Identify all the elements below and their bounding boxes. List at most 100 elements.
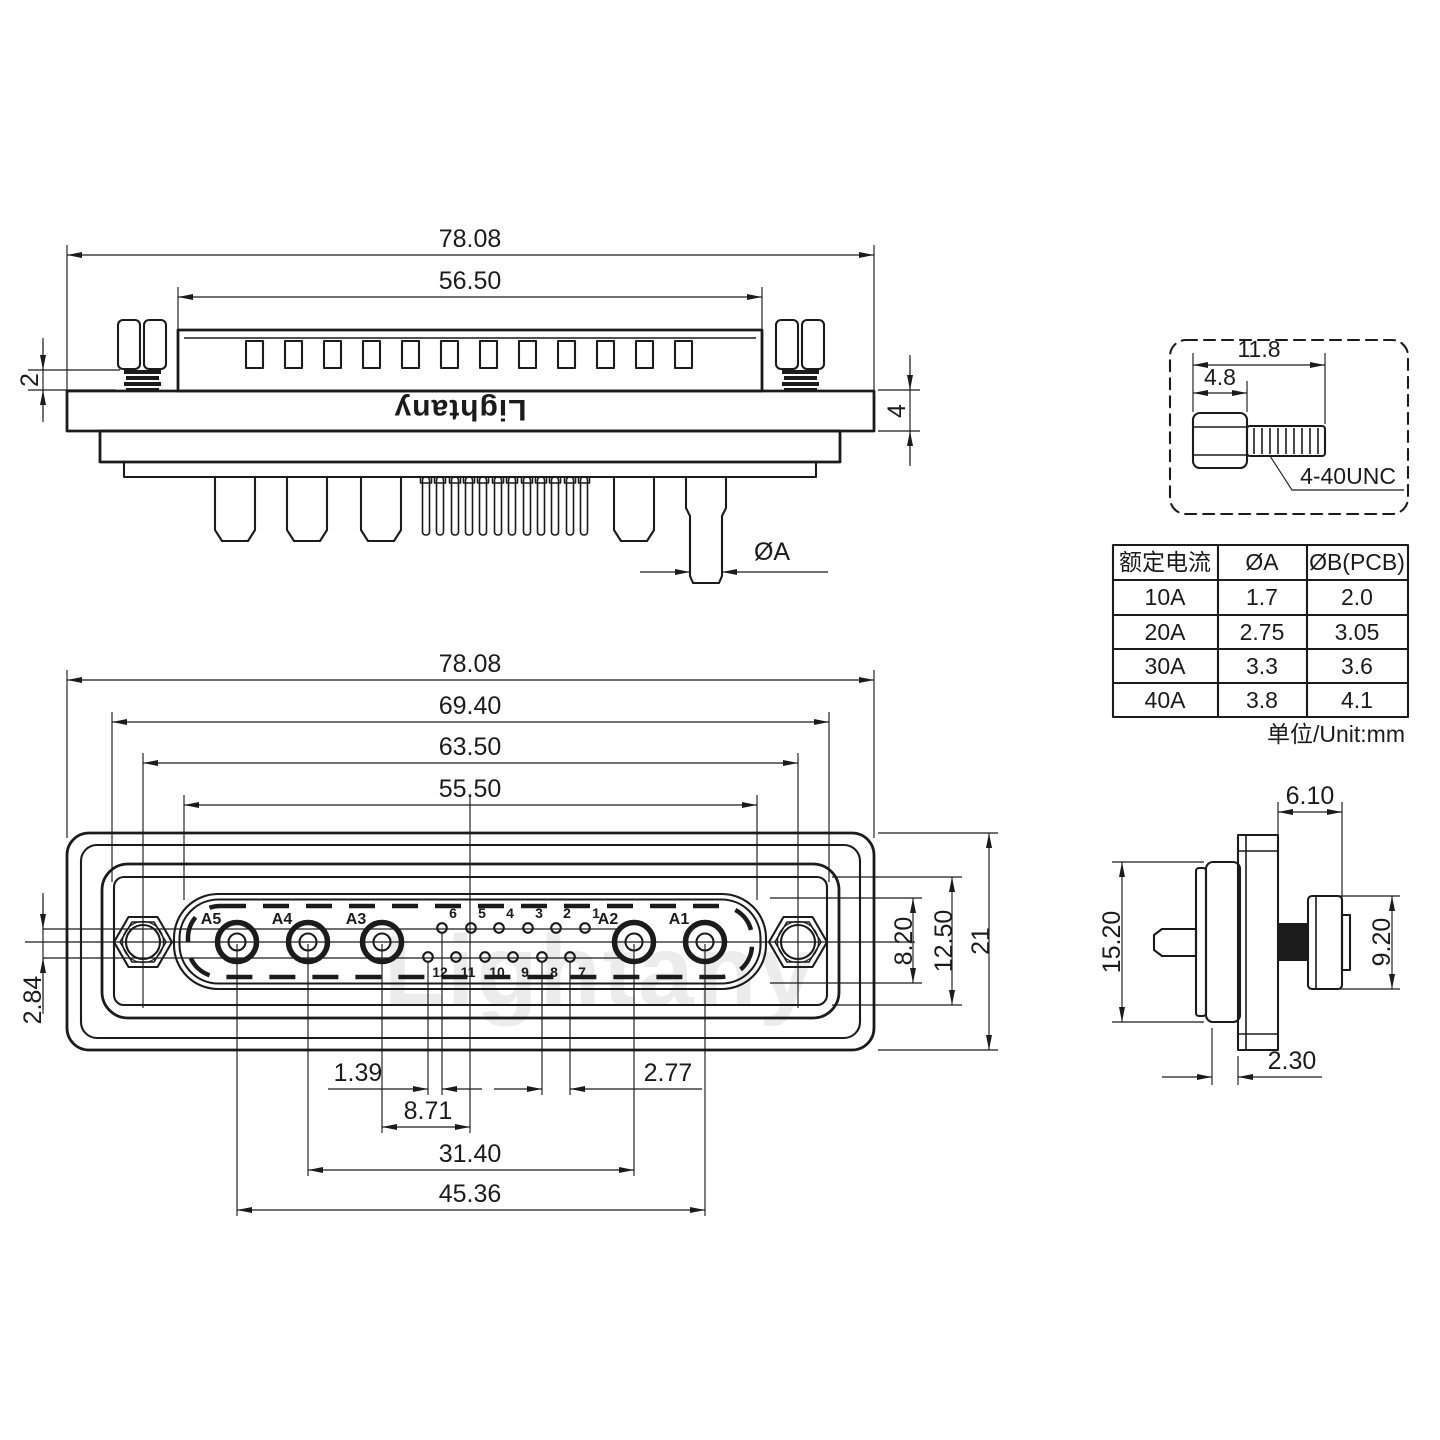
top-dim-pin-diameter: ØA (640, 538, 828, 575)
dim-label: 78.08 (439, 225, 502, 253)
dim-label: 31.40 (439, 1140, 502, 1168)
side-view: 6.10 15.20 9.20 2.30 (1098, 782, 1400, 1085)
rear-shell (98, 429, 842, 479)
dim-label: 4.8 (1204, 364, 1236, 390)
power-contacts: A5 A4 A3 A2 A1 (201, 911, 728, 965)
front-dim-overall-height: 21 (878, 832, 998, 1051)
front-dim-a3-to-center: 8.71 (382, 1097, 470, 1130)
dim-label: 69.40 (439, 692, 502, 720)
pin-label-2: 2 (563, 905, 571, 921)
dim-label: 12.50 (930, 910, 958, 973)
screw-dim-head-length: 4.8 (1193, 364, 1248, 412)
spec-table: 额定电流 ØA ØB(PCB) 10A 1.7 2.0 20A 2.75 3.0… (1111, 543, 1410, 747)
table-cell: 2.75 (1240, 619, 1285, 645)
top-dim-flange-thickness: 4 (878, 355, 920, 466)
table-header-dia-b: ØB(PCB) (1309, 549, 1405, 575)
front-dim-panel-height: 12.50 (832, 876, 962, 1006)
pin-label-a4: A4 (272, 911, 293, 928)
side-shell-lip (1194, 866, 1208, 1018)
pin-label-1: 1 (592, 905, 600, 921)
dim-label: 2.77 (644, 1059, 693, 1087)
signal-contacts: 6 5 4 3 2 1 12 11 10 9 8 7 (422, 905, 600, 980)
dim-label: 15.20 (1098, 911, 1126, 974)
table-cell: 4.1 (1341, 687, 1373, 713)
dim-label: 21 (967, 927, 995, 955)
table-cell: 3.3 (1246, 653, 1278, 679)
side-screw-thread (1279, 923, 1308, 961)
table-cell: 20A (1145, 619, 1187, 645)
table-cell: 30A (1145, 653, 1187, 679)
dim-label: 2.30 (1268, 1047, 1317, 1075)
front-dim-pin-stagger: 1.39 (328, 1059, 482, 1092)
top-dim-insert-width: 56.50 (177, 267, 763, 332)
pin-label-3: 3 (535, 905, 543, 921)
front-dim-a4-to-a2: 31.40 (308, 1140, 634, 1173)
table-cell: 3.6 (1341, 653, 1373, 679)
side-flange (1236, 833, 1280, 1052)
pin-label-11: 11 (461, 964, 476, 980)
dim-label: 2 (16, 373, 44, 387)
pin-label-5: 5 (478, 905, 486, 921)
pin-label-a5: A5 (201, 911, 222, 928)
table-cell: 2.0 (1341, 584, 1373, 610)
flange: Lightany (65, 389, 876, 433)
thumbscrew-right (774, 318, 826, 391)
screw-drawing (1191, 411, 1327, 470)
front-dim-overall-width: 78.08 (66, 650, 875, 838)
dim-label: 8.71 (404, 1097, 453, 1125)
front-dim-screw-span: 63.50 (142, 733, 799, 1008)
side-dim-screw-length: 6.10 (1277, 782, 1343, 910)
front-dim-panel-width: 69.40 (111, 692, 830, 882)
pin-label-a2: A2 (598, 911, 619, 928)
dim-label: 11.8 (1237, 336, 1280, 362)
pin-label-12: 12 (432, 964, 448, 980)
dim-label: 9.20 (1368, 918, 1396, 967)
screw-thread (1245, 424, 1327, 458)
dim-label: 4 (883, 404, 911, 418)
screw-dim-total-length: 11.8 (1192, 336, 1326, 424)
side-dim-lip-depth: 2.30 (1162, 1028, 1322, 1085)
table-header-dia-a: ØA (1245, 549, 1279, 575)
table-cell: 3.05 (1335, 619, 1380, 645)
table-cell: 10A (1145, 584, 1187, 610)
insulator-body (176, 328, 764, 393)
thread-spec-label: 4-40UNC (1300, 463, 1396, 489)
side-screw-tip (1340, 913, 1352, 972)
thumbscrew-left (116, 318, 168, 391)
pin-label-4: 4 (506, 905, 514, 921)
pin-label-10: 10 (489, 964, 505, 980)
side-pin (1152, 927, 1198, 958)
dim-label: 63.50 (439, 733, 502, 761)
side-dim-screw-head-diameter: 9.20 (1322, 895, 1400, 990)
front-dim-insert-height: 8.20 (770, 897, 922, 984)
pin-label-a1: A1 (669, 911, 690, 928)
screw-detail: 11.8 4.8 4-40UNC (1168, 336, 1410, 516)
side-screw-head (1306, 894, 1344, 991)
table-unit-note: 单位/Unit:mm (1267, 721, 1405, 747)
pin-label-6: 6 (449, 905, 457, 921)
dim-label: ØA (754, 538, 790, 566)
top-view: 78.08 56.50 (16, 225, 920, 585)
top-dim-overall-width: 78.08 (66, 225, 875, 391)
dim-label: 1.39 (334, 1059, 383, 1087)
front-watermark: Lightany (384, 915, 817, 1027)
dim-label: 45.36 (439, 1180, 502, 1208)
table-grid (1111, 543, 1410, 719)
dim-label: 56.50 (439, 267, 502, 295)
thread-spec-callout: 4-40UNC (1269, 455, 1404, 491)
side-dim-shell-height: 15.20 (1098, 861, 1204, 1023)
rear-pins (213, 475, 728, 585)
table-header-current: 额定电流 (1119, 549, 1211, 575)
dim-label: 8.20 (890, 917, 918, 966)
hex-nut-right (767, 915, 829, 969)
front-view: 78.08 69.40 63.50 55.50 (19, 650, 998, 1216)
hex-nut-left (112, 915, 174, 969)
front-dim-a5-to-a1: 45.36 (237, 1180, 705, 1213)
power-pin-a1-long (684, 475, 728, 585)
table-cell: 40A (1145, 687, 1187, 713)
side-shell (1204, 860, 1242, 1024)
pin-label-7: 7 (578, 964, 586, 980)
table-cell: 3.8 (1246, 687, 1278, 713)
